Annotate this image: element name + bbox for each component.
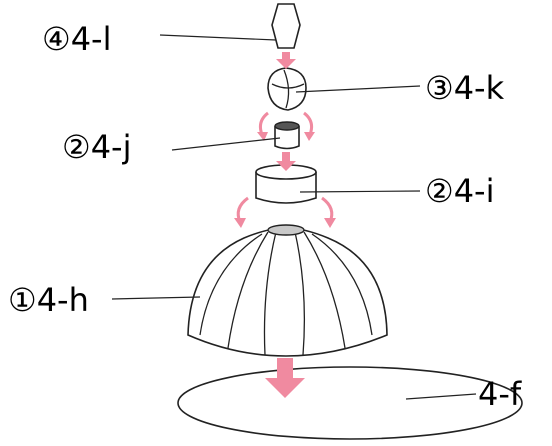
leader-4l <box>159 34 277 41</box>
leader-4f <box>405 393 477 400</box>
rotate-arrows-upper <box>257 111 315 141</box>
dome-shape <box>187 224 388 357</box>
label-4h: ①4-h <box>8 281 89 319</box>
arrow-to-base <box>265 358 305 398</box>
rotate-arrows-lower <box>234 196 336 228</box>
label-4k: ③4-k <box>425 69 505 107</box>
label-4j: ②4-j <box>62 128 131 166</box>
top-cap-shape <box>271 3 301 49</box>
arrow-to-large-cylinder <box>276 152 296 171</box>
knob-shape <box>267 67 307 111</box>
large-cylinder-shape <box>255 164 317 204</box>
leader-4h <box>111 296 201 300</box>
small-cylinder-shape <box>274 121 300 150</box>
base-plate-shape <box>177 366 523 440</box>
label-4f: 4-f <box>478 375 522 413</box>
label-4l: ④4-l <box>42 20 111 58</box>
leader-4k <box>295 85 421 93</box>
leader-4j <box>171 137 281 151</box>
label-4i: ②4-i <box>425 172 494 210</box>
arrow-to-knob <box>276 52 296 69</box>
leader-4i <box>299 190 421 193</box>
